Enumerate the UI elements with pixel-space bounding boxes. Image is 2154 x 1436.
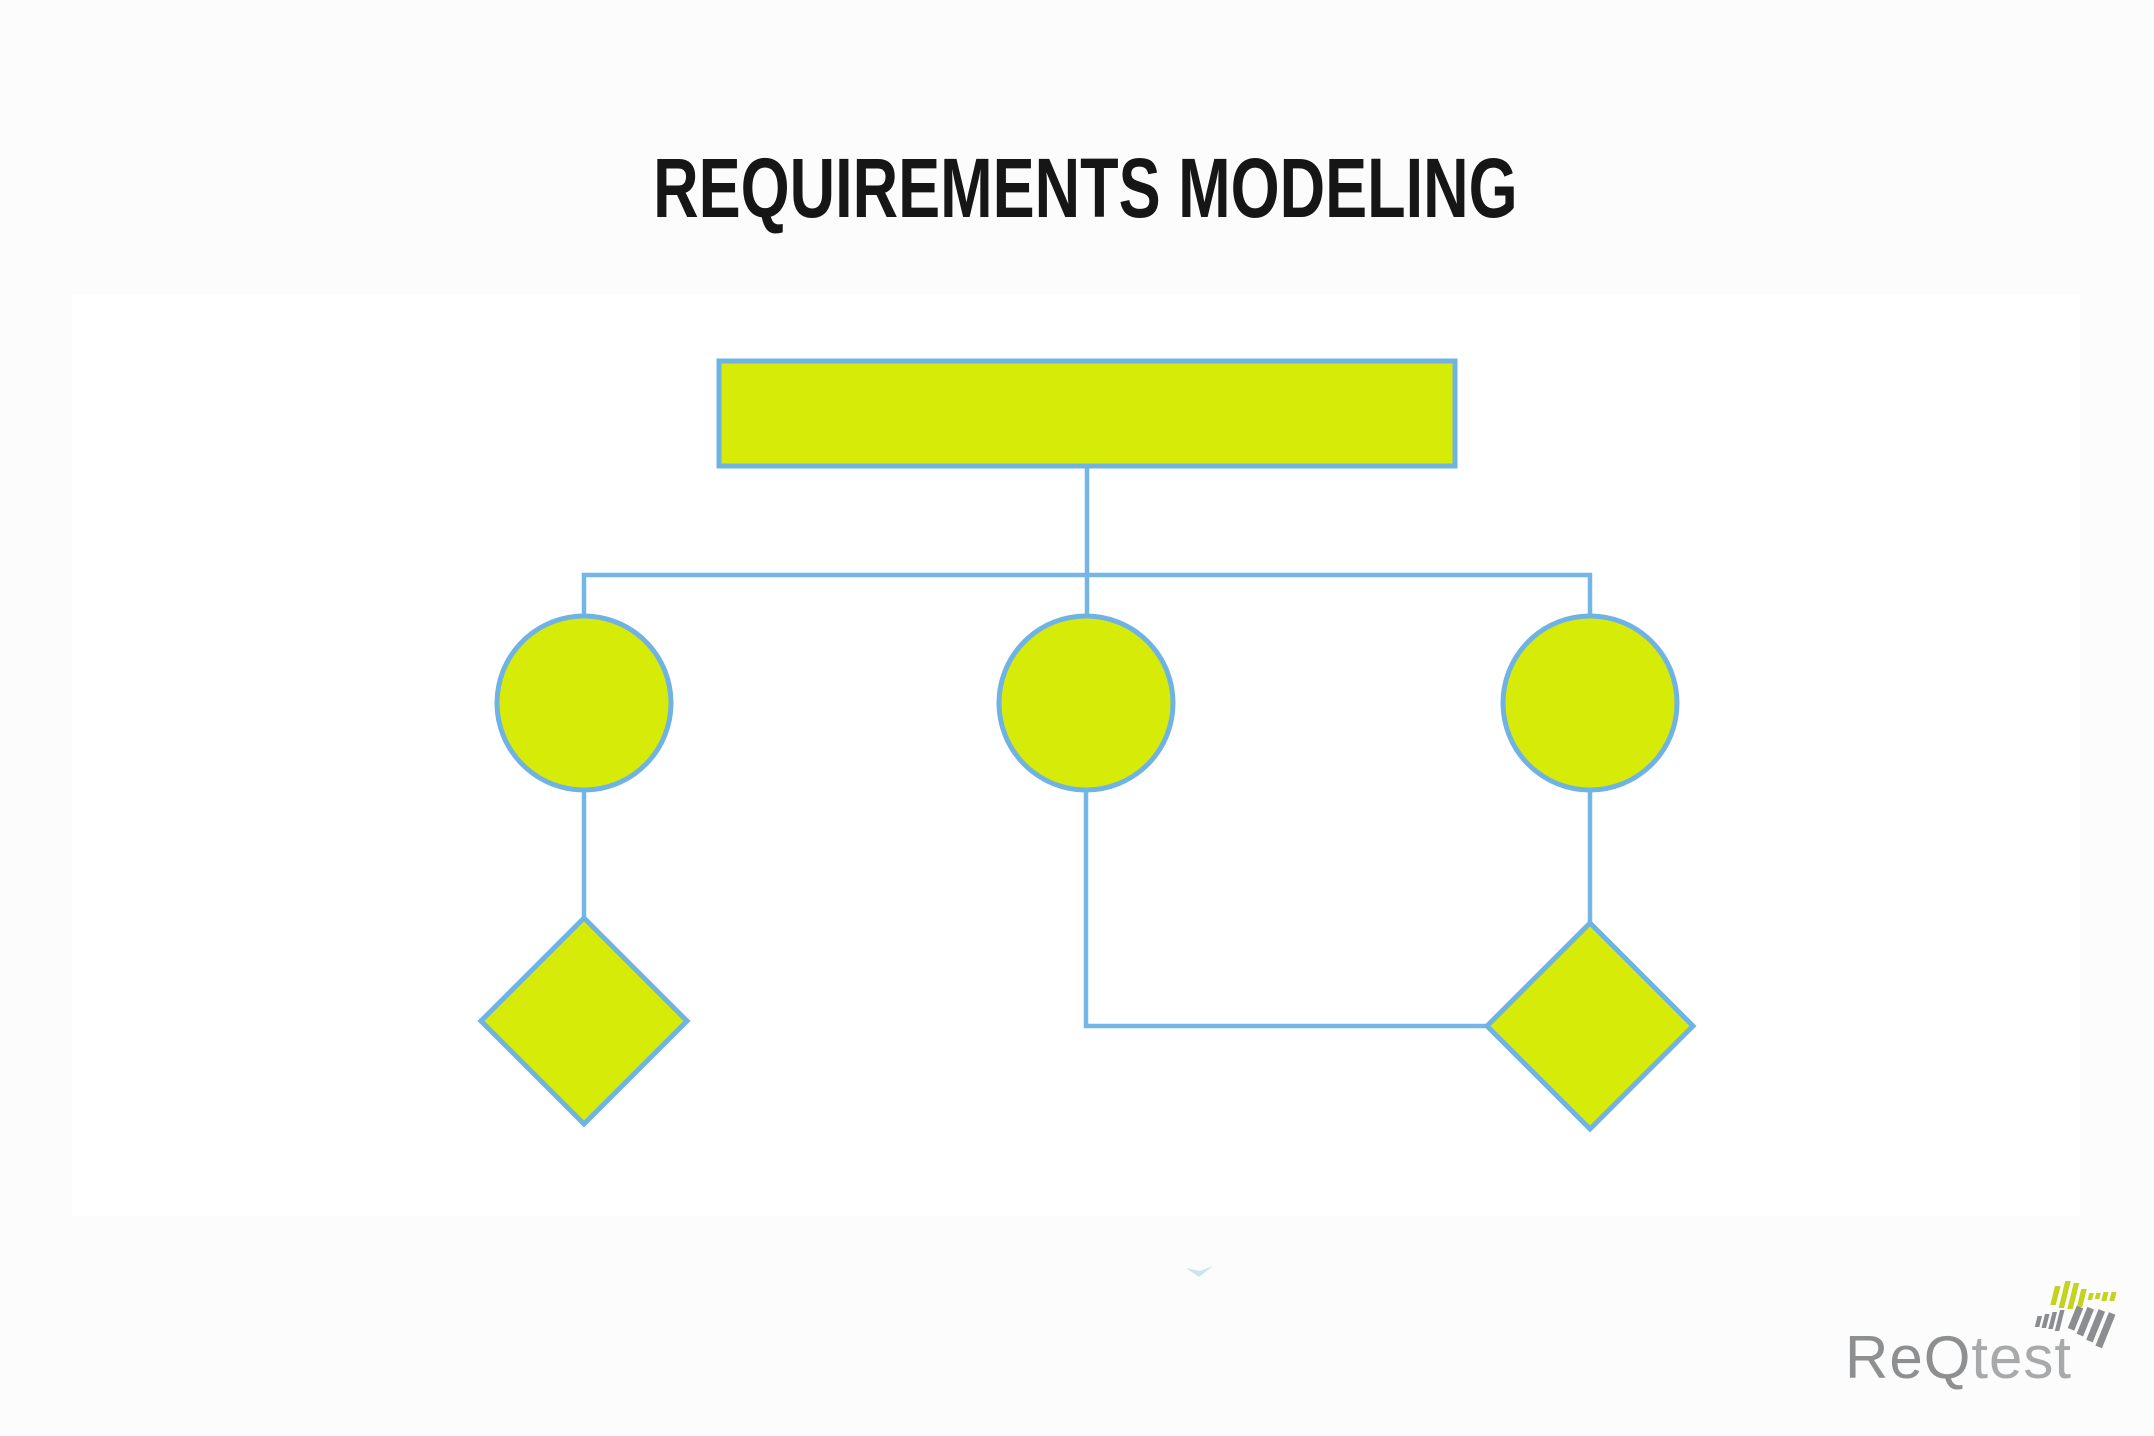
circle-right <box>1500 613 1680 793</box>
reqtest-logo-text: ReQtest <box>1845 1328 2072 1388</box>
logo-mark-green-bars <box>2050 1281 2117 1309</box>
logo-mark-gray-small-bars <box>2034 1310 2065 1331</box>
circle-left <box>494 613 674 793</box>
edge-bus-root-to-side-circles <box>581 572 1593 616</box>
logo-mark-gray-large-bars <box>2067 1305 2116 1349</box>
logo-text-req: ReQ <box>1845 1324 1972 1391</box>
circle-middle <box>996 613 1176 793</box>
logo-text-test: test <box>1971 1324 2073 1391</box>
page-title-text: REQUIREMENTS MODELING <box>652 141 1518 235</box>
root-box <box>716 358 1458 469</box>
reqtest-logo-mark-icon <box>2034 1281 2117 1349</box>
diamond-left <box>477 914 691 1128</box>
edge-middle-circle-to-right-diamond <box>1083 790 1487 1029</box>
page-title: REQUIREMENTS MODELING <box>16 144 2154 232</box>
reqtest-logo: ReQtest <box>1845 1256 2145 1396</box>
chevron-artifact-icon <box>1186 1266 1213 1277</box>
diamond-right <box>1483 919 1697 1133</box>
